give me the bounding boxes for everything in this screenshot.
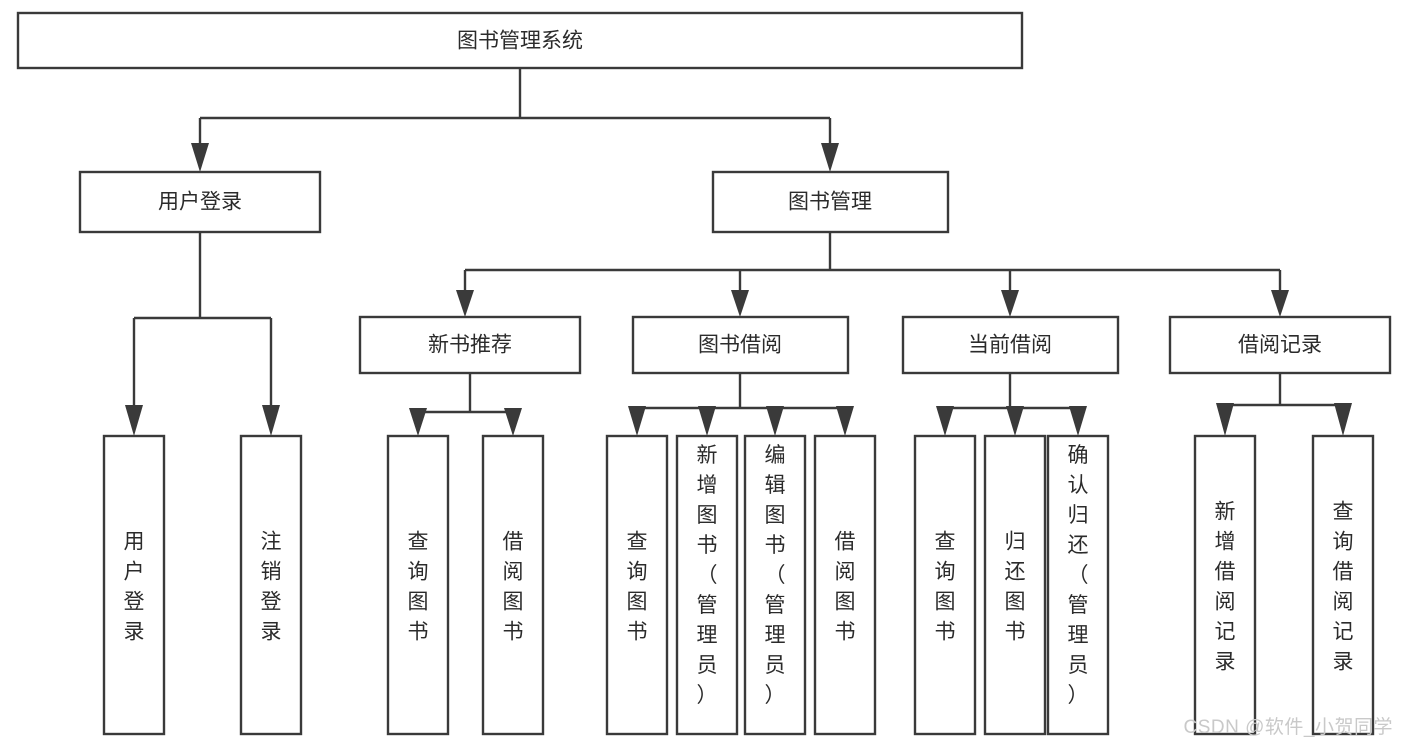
leaf-node-label: 注销登录: [261, 530, 282, 643]
node-borrow-record[interactable]: 借阅记录: [1168, 315, 1392, 375]
arrow-head-leaf-logout: [262, 405, 280, 436]
leaf-node[interactable]: 确认归还（管理员）: [1046, 434, 1110, 736]
leaf-node-label: 新增借阅记录: [1215, 500, 1236, 673]
leaf-node-label: 查询图书: [935, 530, 956, 643]
leaf-node[interactable]: 新增图书（管理员）: [675, 434, 739, 736]
leaf-node-box[interactable]: [239, 434, 303, 736]
leaf-node-box[interactable]: [675, 434, 739, 736]
arrow-head-leaf-query-book-1: [409, 408, 427, 436]
leaf-node-label: 查询图书: [627, 530, 648, 643]
node-new-book-recommend-box[interactable]: [358, 315, 582, 375]
leaf-node[interactable]: 借阅图书: [813, 434, 877, 736]
leaf-node[interactable]: 查询图书: [913, 434, 977, 736]
leaf-node-layer: 用户登录 注销登录 查询图书 借阅图书 查询图书 新增图书（管理员） 编辑图书（管理员） 借阅…: [102, 434, 1375, 736]
leaf-node-label: 查询借阅记录: [1333, 500, 1354, 673]
connector-group-new-book-rec-to-leaves: [409, 373, 522, 436]
leaf-node-box[interactable]: [983, 434, 1047, 736]
leaf-node-box[interactable]: [1046, 434, 1110, 736]
leaf-node-label: 用户登录: [124, 530, 145, 643]
arrow-head-leaf-borrow-book-2: [836, 406, 854, 436]
leaf-node-box[interactable]: [102, 434, 166, 736]
leaf-node-box[interactable]: [1193, 434, 1257, 736]
leaf-node[interactable]: 查询图书: [605, 434, 669, 736]
leaf-node[interactable]: 编辑图书（管理员）: [743, 434, 807, 736]
arrow-head-user-login: [191, 143, 209, 172]
leaf-node-label: 查询图书: [408, 530, 429, 643]
leaf-node[interactable]: 归还图书: [983, 434, 1047, 736]
leaf-node-label: 编辑图书（管理员）: [765, 444, 786, 707]
node-root[interactable]: 图书管理系统: [16, 11, 1024, 70]
connector-group-user-login-to-leaves: [125, 232, 280, 436]
leaf-node-label: 归还图书: [1005, 530, 1026, 643]
arrow-head-book-borrow: [731, 290, 749, 317]
node-book-manage-label: 图书管理: [788, 191, 872, 214]
leaf-node[interactable]: 用户登录: [102, 434, 166, 736]
connector-group-book-manage-to-level3: [456, 232, 1289, 317]
arrow-head-leaf-add-book: [698, 406, 716, 436]
node-current-borrow[interactable]: 当前借阅: [901, 315, 1120, 375]
node-root-box[interactable]: [16, 11, 1024, 70]
arrow-head-leaf-borrow-book-1: [504, 408, 522, 436]
leaf-node-box[interactable]: [743, 434, 807, 736]
node-user-login-label: 用户登录: [158, 191, 242, 214]
node-user-login[interactable]: 用户登录: [78, 170, 322, 234]
node-current-borrow-label: 当前借阅: [968, 334, 1052, 357]
leaf-node-label: 借阅图书: [503, 530, 524, 643]
arrow-head-leaf-query-book-3: [936, 406, 954, 436]
connector-group-current-borrow-to-leaves: [936, 373, 1087, 436]
arrow-head-leaf-user-login: [125, 405, 143, 436]
leaf-node-box[interactable]: [386, 434, 450, 736]
leaf-node[interactable]: 查询借阅记录: [1311, 434, 1375, 736]
node-book-borrow-label: 图书借阅: [698, 334, 782, 357]
arrow-head-leaf-return-book: [1006, 406, 1024, 436]
leaf-node-box[interactable]: [481, 434, 545, 736]
leaf-node[interactable]: 查询图书: [386, 434, 450, 736]
leaf-node-label: 确认归还（管理员）: [1068, 444, 1089, 707]
leaf-node-box[interactable]: [813, 434, 877, 736]
arrow-head-leaf-query-record: [1334, 403, 1352, 436]
connector-group-root-to-level2: [191, 68, 839, 172]
arrow-head-leaf-confirm-return: [1069, 406, 1087, 436]
arrow-head-borrow-record: [1271, 290, 1289, 317]
arrow-head-new-book-rec: [456, 290, 474, 317]
leaf-node[interactable]: 新增借阅记录: [1193, 434, 1257, 736]
node-book-manage-box[interactable]: [711, 170, 950, 234]
leaf-node[interactable]: 注销登录: [239, 434, 303, 736]
arrow-head-leaf-edit-book: [766, 406, 784, 436]
leaf-node-box[interactable]: [605, 434, 669, 736]
leaf-node[interactable]: 借阅图书: [481, 434, 545, 736]
node-book-borrow[interactable]: 图书借阅: [631, 315, 850, 375]
node-new-book-recommend[interactable]: 新书推荐: [358, 315, 582, 375]
leaf-node-label: 新增图书（管理员）: [697, 444, 718, 707]
node-user-login-box[interactable]: [78, 170, 322, 234]
arrow-head-leaf-add-record: [1216, 403, 1234, 436]
leaf-node-box[interactable]: [913, 434, 977, 736]
arrow-head-leaf-query-book-2: [628, 406, 646, 436]
connector-group-borrow-record-to-leaves: [1216, 373, 1352, 436]
node-book-borrow-box[interactable]: [631, 315, 850, 375]
connector-group-book-borrow-to-leaves: [628, 373, 854, 436]
leaf-node-box[interactable]: [1311, 434, 1375, 736]
node-borrow-record-box[interactable]: [1168, 315, 1392, 375]
arrow-head-book-manage: [821, 143, 839, 172]
node-book-manage[interactable]: 图书管理: [711, 170, 950, 234]
node-borrow-record-label: 借阅记录: [1238, 334, 1322, 357]
node-current-borrow-box[interactable]: [901, 315, 1120, 375]
leaf-node-label: 借阅图书: [835, 530, 856, 643]
arrow-head-current-borrow: [1001, 290, 1019, 317]
node-root-label: 图书管理系统: [457, 30, 583, 53]
node-new-book-recommend-label: 新书推荐: [428, 334, 512, 357]
